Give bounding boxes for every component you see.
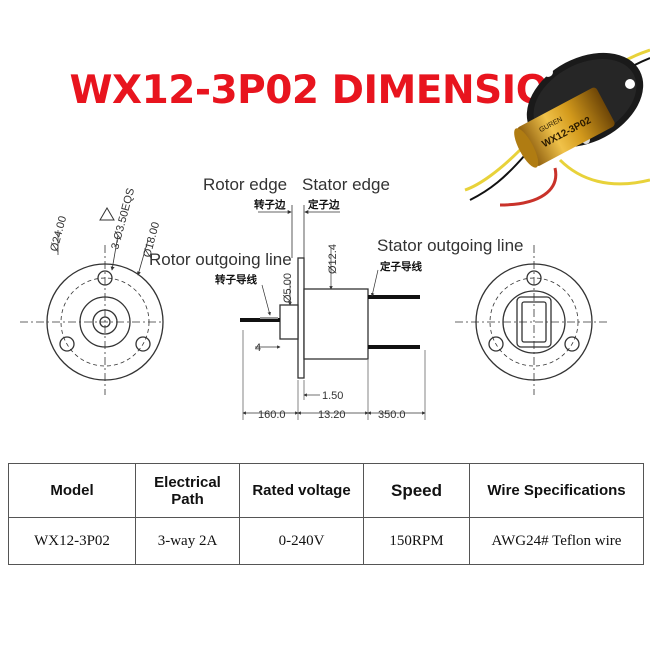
spec-table: Model Electrical Path Rated voltage Spee…	[8, 463, 644, 565]
shaft-length-label: 4	[255, 342, 261, 354]
rotor-line-label: Rotor outgoing line	[149, 250, 292, 269]
table-header-row: Model Electrical Path Rated voltage Spee…	[8, 463, 644, 518]
rotor-line-cn-label: 转子导线	[215, 273, 257, 286]
body-length-label: 13.20	[318, 409, 346, 421]
body-diameter-label: Ø12.4	[327, 244, 339, 274]
side-view	[240, 205, 426, 420]
flange-thickness-label: 1.50	[322, 390, 343, 402]
cell-model: WX12-3P02	[8, 517, 136, 565]
header-wire-specs: Wire Specifications	[469, 463, 644, 518]
header-model: Model	[8, 463, 136, 518]
stator-line-label: Stator outgoing line	[377, 236, 524, 255]
shaft-diameter-label: Ø5.00	[282, 273, 294, 303]
page-title: WX12-3P02 DIMENSION	[69, 68, 581, 113]
flange-diameter-label: Ø24.00	[48, 215, 69, 253]
front-view	[20, 207, 164, 395]
header-rated-voltage: Rated voltage	[239, 463, 364, 518]
rotor-edge-cn-label: 转子边	[254, 198, 286, 211]
cell-speed: 150RPM	[363, 517, 470, 565]
back-view	[455, 245, 610, 395]
cell-electrical-path: 3-way 2A	[135, 517, 240, 565]
rotor-wire-length-label: 160.0	[258, 409, 286, 421]
stator-line-cn-label: 定子导线	[379, 260, 422, 273]
header-electrical-path: Electrical Path	[135, 463, 240, 518]
header-speed: Speed	[363, 463, 470, 518]
table-row: WX12-3P02 3-way 2A 0-240V 150RPM AWG24# …	[8, 517, 644, 565]
product-photo: GUREN WX12-3P02	[464, 48, 650, 207]
stator-edge-cn-label: 定子边	[307, 198, 340, 211]
cell-wire-specs: AWG24# Teflon wire	[469, 517, 644, 565]
stator-edge-label: Stator edge	[302, 175, 390, 194]
dimension-drawing: GUREN WX12-3P02 Ø24.00 3-Ø3.50EQS Ø18.00	[20, 48, 650, 421]
cell-rated-voltage: 0-240V	[239, 517, 364, 565]
rotor-edge-label: Rotor edge	[203, 175, 287, 194]
stator-wire-length-label: 350.0	[378, 409, 406, 421]
